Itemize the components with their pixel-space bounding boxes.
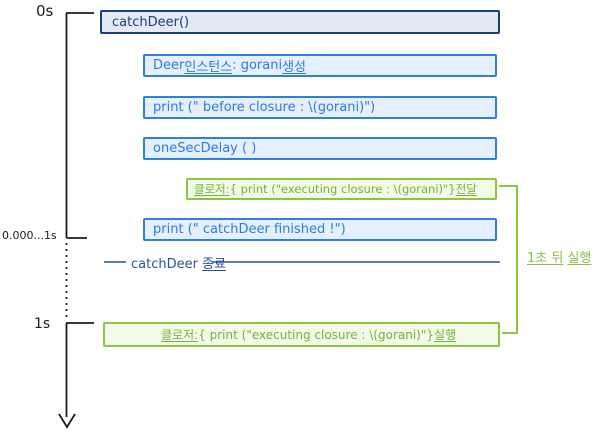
axis-label-1s: 1s [34,316,51,332]
axis-arrowhead-icon [58,413,76,429]
run-after-1s-label: 1초 뒤 실행 [527,251,592,266]
box-closure-executed: 클로저: { print ("executing closure : \(gor… [103,322,500,347]
box-one-sec-delay: oneSecDelay ( ) [143,137,497,160]
axis-label-mid: 0.000...1s [2,229,57,242]
box-catchdeer-call: catchDeer() [100,10,500,34]
axis-label-0s: 0s [36,2,54,20]
box-print-before-closure: print (" before closure : \(gorani)") [143,96,497,119]
box-deer-instance: Deer 인스턴스 : gorani 생성 [143,54,497,77]
closure-bracket-connector [499,185,518,334]
catchdeer-end-label: catchDeer 종료 [131,257,227,272]
box-closure-passed: 클로저: { print ("executing closure : \(gor… [186,178,497,200]
box-print-finished: print (" catchDeer finished !") [143,218,497,241]
